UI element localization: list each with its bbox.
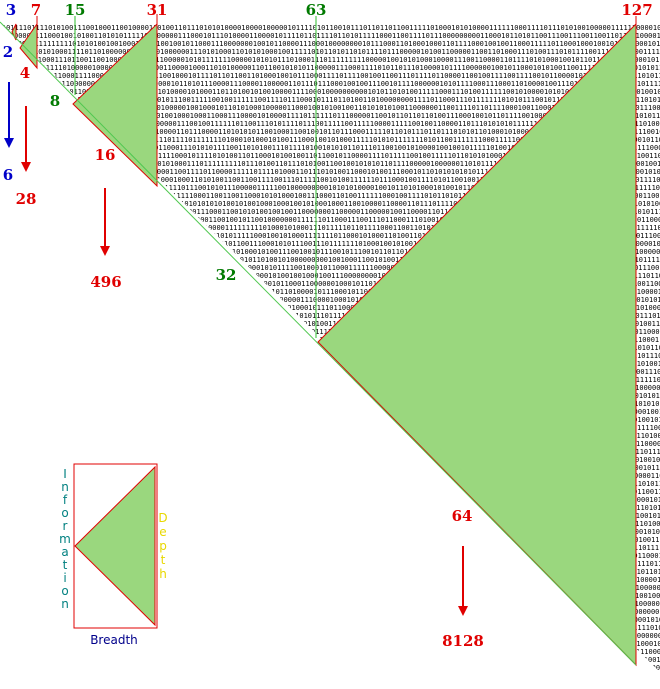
top-label-7: 7 (31, 1, 41, 19)
binary-digit-row: 1011110111101010011100100011001000011010… (2, 24, 660, 32)
legend-information-letter: n (61, 480, 69, 494)
arrow-2-to-6 (4, 82, 14, 148)
diagonal-label-16: 16 (95, 146, 116, 164)
legend-information-letter: m (59, 532, 71, 546)
diagonal-label-4: 4 (20, 64, 30, 82)
top-label-3: 3 (6, 1, 16, 19)
result-6: 6 (3, 166, 13, 184)
result-28: 28 (16, 190, 37, 208)
arrow-16-to-496 (100, 188, 110, 256)
legend-information-letter: r (63, 519, 68, 533)
legend-information-letter: o (61, 584, 68, 598)
top-label-15: 15 (65, 1, 86, 19)
binary-digit-row: 1110101000111101101000000011101010000001… (26, 48, 660, 56)
binary-digit-row: 1000001110001001010011010101111100100000… (10, 32, 660, 40)
top-label-127: 127 (621, 1, 652, 19)
legend-information-letter: i (63, 571, 66, 585)
result-8128: 8128 (442, 632, 484, 650)
legend-depth-letter: e (159, 525, 166, 539)
top-label-31: 31 (147, 1, 168, 19)
diagonal-label-32: 32 (216, 266, 237, 284)
legend-breadth-label: Breadth (90, 633, 138, 647)
legend-information-letter: a (61, 545, 68, 559)
legend-depth-letter: h (159, 567, 167, 581)
arrow-64-to-8128 (458, 546, 468, 616)
arrow-4-to-28 (21, 106, 31, 172)
legend-depth-letter: D (158, 511, 167, 525)
diagonal-label-8: 8 (50, 92, 60, 110)
diagonal-label-64: 64 (452, 507, 473, 525)
legend-depth-letter: p (159, 539, 167, 553)
binary-digit-row: 0010001 (635, 664, 660, 672)
legend-depth-letter: t (161, 553, 166, 567)
diagonal-label-2: 2 (3, 43, 13, 61)
top-label-63: 63 (306, 1, 327, 19)
legend-information-letter: t (63, 558, 68, 572)
result-496: 496 (90, 273, 121, 291)
legend-information-letter: n (61, 597, 69, 611)
binary-digit-row: 0001111111111010101001001000101111001001… (18, 40, 660, 48)
legend-information-letter: o (61, 506, 68, 520)
legend-information-letter: f (63, 493, 68, 507)
legend-information-letter: I (63, 467, 67, 481)
